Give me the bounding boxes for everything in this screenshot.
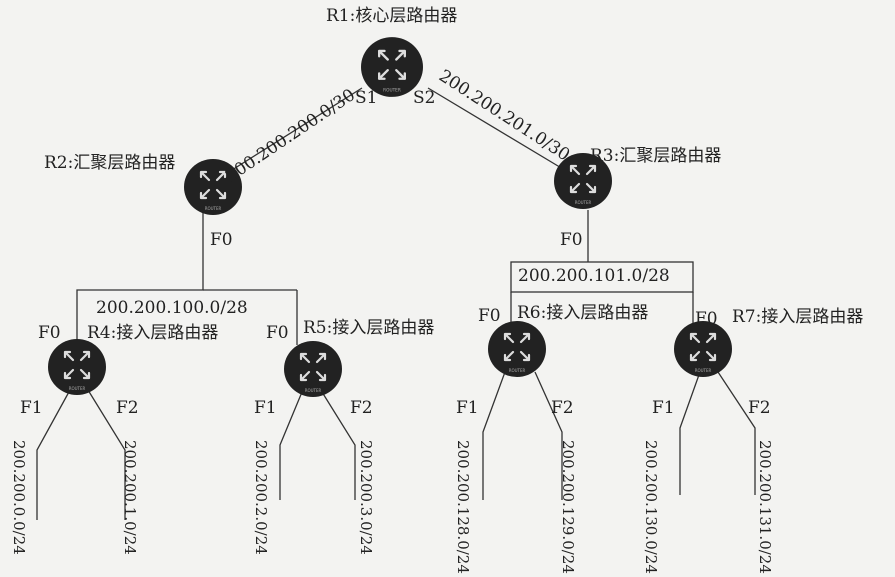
router-r3-label: R3:汇聚层路由器	[590, 146, 722, 166]
port-r5-f1: F1	[254, 398, 277, 418]
link-r5-f1	[279, 391, 303, 500]
link-r7-f2	[717, 371, 756, 495]
port-r4-f2: F2	[116, 398, 139, 418]
router-r7-label: R7:接入层路由器	[732, 307, 864, 327]
port-r5-f0: F0	[266, 323, 289, 343]
link-r1-r2	[231, 87, 363, 171]
link-r5-f2	[321, 391, 356, 500]
link-r4-f2	[87, 389, 126, 520]
router-r6-icon[interactable]: ROUTER	[487, 320, 547, 378]
router-r1-label: R1:核心层路由器	[326, 6, 458, 26]
link-r1-r3	[427, 87, 569, 173]
port-r1-s2: S2	[413, 88, 436, 108]
port-r6-f0: F0	[478, 306, 501, 326]
svg-text:ROUTER: ROUTER	[695, 368, 712, 373]
svg-text:ROUTER: ROUTER	[509, 368, 526, 373]
lan-r5-f1: 200.200.2.0/24	[252, 440, 270, 555]
port-r3-f0: F0	[560, 230, 583, 250]
router-r7-icon[interactable]: ROUTER	[673, 320, 733, 378]
link-r7-f1	[679, 371, 701, 495]
lan-r7-f2: 200.200.131.0/24	[756, 440, 774, 574]
port-r4-f1: F1	[20, 398, 43, 418]
router-r3-icon[interactable]: ROUTER	[553, 152, 613, 210]
lan-r7-f1: 200.200.130.0/24	[642, 440, 660, 574]
router-r5-icon[interactable]: ROUTER	[283, 340, 343, 398]
router-r5-label: R5:接入层路由器	[303, 318, 435, 338]
link-r6-f1	[482, 371, 506, 500]
port-r6-f1: F1	[456, 398, 479, 418]
router-r2-label: R2:汇聚层路由器	[44, 153, 176, 173]
port-r2-f0: F0	[210, 230, 233, 250]
link-r6-f2	[534, 371, 563, 500]
port-r1-s1: S1	[355, 88, 378, 108]
lan-r4-f1: 200.200.0.0/24	[10, 440, 28, 555]
router-r1-icon[interactable]: ROUTER	[357, 36, 427, 98]
link-r4-f1	[36, 389, 71, 520]
svg-text:ROUTER: ROUTER	[69, 386, 86, 391]
router-r2-icon[interactable]: ROUTER	[183, 158, 243, 216]
svg-text:ROUTER: ROUTER	[575, 200, 592, 205]
port-r7-f1: F1	[652, 398, 675, 418]
lan-r2-subnet: 200.200.100.0/28	[96, 298, 248, 318]
port-r6-f2: F2	[551, 398, 574, 418]
router-r6-label: R6:接入层路由器	[517, 303, 649, 323]
port-r4-f0: F0	[38, 323, 61, 343]
router-r4-label: R4:接入层路由器	[87, 323, 219, 343]
port-r5-f2: F2	[350, 398, 373, 418]
svg-text:ROUTER: ROUTER	[305, 388, 322, 393]
router-r4-icon[interactable]: ROUTER	[47, 338, 107, 396]
lan-r6-f1: 200.200.128.0/24	[454, 440, 472, 574]
svg-text:ROUTER: ROUTER	[205, 206, 222, 211]
lan-r2	[76, 212, 204, 340]
lan-r6-f2: 200.200.129.0/24	[559, 440, 577, 574]
svg-text:ROUTER: ROUTER	[383, 88, 401, 94]
lan-r4-f2: 200.200.1.0/24	[121, 440, 139, 555]
lan-r5-f2: 200.200.3.0/24	[357, 440, 375, 555]
lan-r3-box	[510, 261, 694, 293]
port-r7-f2: F2	[748, 398, 771, 418]
lan-r3-subnet: 200.200.101.0/28	[518, 266, 670, 286]
port-r7-f0: F0	[695, 309, 718, 329]
